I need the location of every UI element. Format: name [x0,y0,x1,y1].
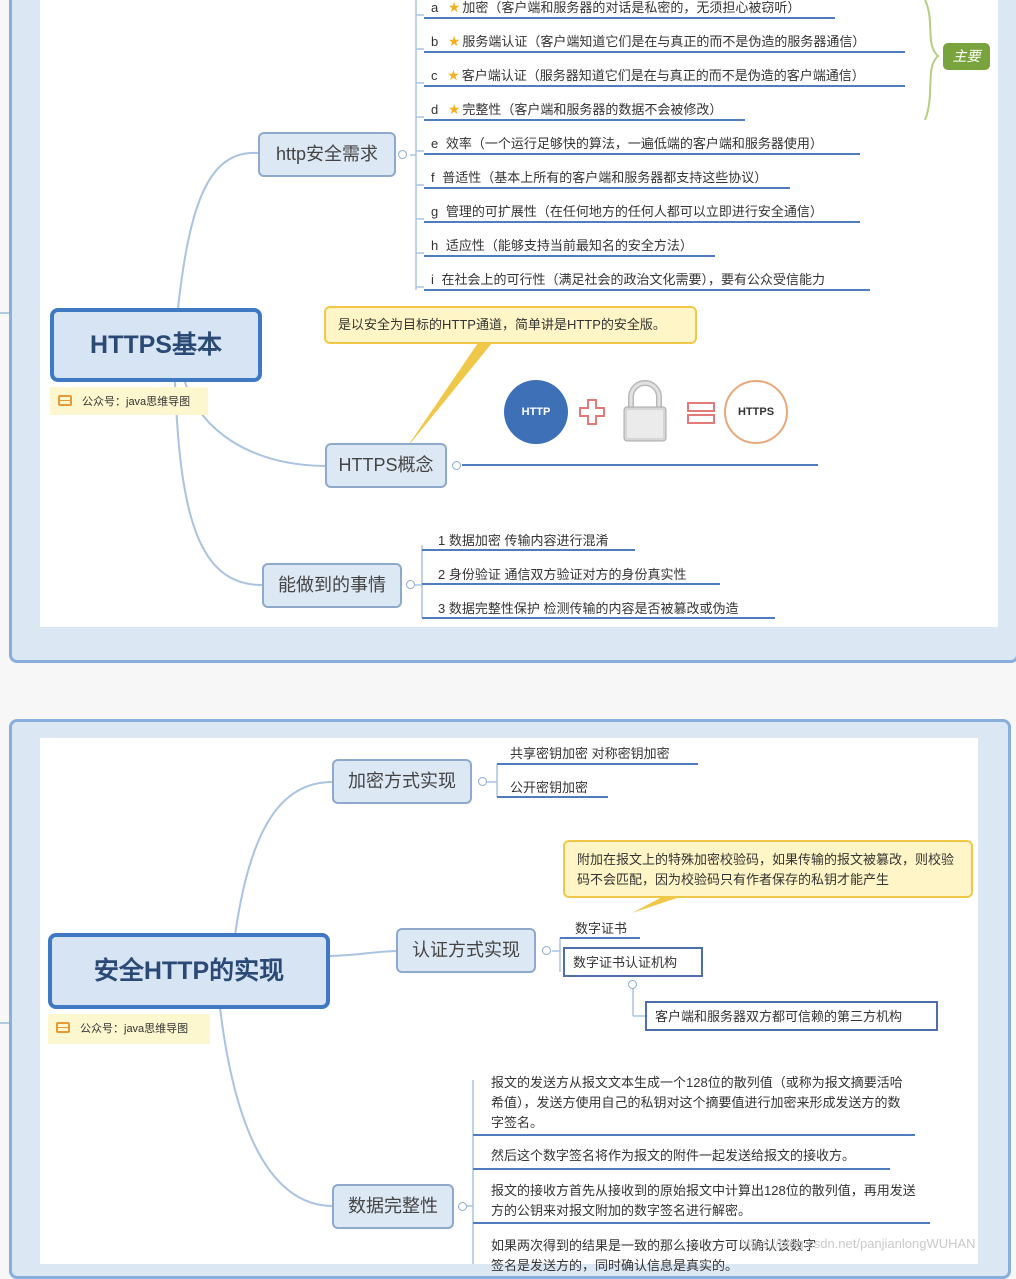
node-encryption-methods[interactable]: 加密方式实现 [332,759,472,804]
requirement-item: a ★加密（客户端和服务器的对话是私密的，无须担心被窃听） [431,0,800,16]
requirement-item: i 在社会上的可行性（满足社会的政治文化需要），要有公众受信能力 [431,269,825,288]
requirement-letter: b [431,34,442,49]
requirement-text: 效率（一个运行足够快的算法，一遍低端的客户端和服务器使用） [445,136,823,151]
requirement-item: f 普适性（基本上所有的客户端和服务器都支持这些协议） [431,167,767,186]
integrity-item: 报文的发送方从报文文本生成一个128位的散列值（或称为报文摘要活哈希值），发送方… [491,1075,903,1130]
requirement-text: 加密（客户端和服务器的对话是私密的，无须担心被窃听） [462,0,801,15]
collapse-toggle[interactable] [452,461,461,470]
auth-item-cert-authority[interactable]: 数字证书认证机构 [563,947,703,977]
wechat-tag-label: 公众号：java思维导图 [80,1023,189,1035]
star-icon: ★ [447,33,461,49]
integrity-item: 然后这个数字签名将作为报文的附件一起发送给报文的接收方。 [491,1148,856,1163]
requirement-text: 客户端认证（服务器知道它们是在与真正的而不是伪造的客户端通信） [461,68,865,83]
requirement-item: g 管理的可扩展性（在任何地方的任何人都可以立即进行安全通信） [431,201,823,220]
star-icon: ★ [447,0,461,15]
collapse-toggle[interactable] [542,946,551,955]
requirement-letter: f [431,170,439,185]
padlock-icon [622,380,668,442]
requirement-letter: e [431,136,442,151]
root-https-basics[interactable]: HTTPS基本 [50,308,262,382]
requirement-letter: c [431,68,442,83]
requirement-letter: h [431,238,442,253]
https-circle: HTTPS [724,380,788,444]
enc-item: 公开密钥加密 [510,780,589,795]
wechat-tag: 公众号：java思维导图 [48,1014,210,1044]
plus-icon [578,398,606,426]
node-can-do[interactable]: 能做到的事情 [262,563,402,608]
can-do-item: 1 数据加密 传输内容进行混淆 [438,533,609,548]
equals-icon [686,400,716,426]
can-do-item: 3 数据完整性保护 检测传输的内容是否被篡改或伪造 [438,601,739,616]
requirement-item: h 适应性（能够支持当前最知名的安全方法） [431,235,693,254]
watermark: https://blog.csdn.net/panjianlongWUHAN [740,1236,976,1251]
node-data-integrity[interactable]: 数据完整性 [332,1184,454,1229]
requirement-letter: d [431,102,442,117]
integrity-item: 报文的接收方首先从接收到的原始报文中计算出128位的散列值，再用发送方的公钥来对… [491,1183,916,1218]
requirement-letter: i [431,272,438,287]
collapse-toggle[interactable] [478,777,487,786]
wechat-tag: 公众号：java思维导图 [50,387,208,415]
star-icon: ★ [447,101,461,117]
collapse-toggle[interactable] [398,150,407,159]
mindmap-tag-icon [58,395,72,406]
requirement-text: 适应性（能够支持当前最知名的安全方法） [445,238,693,253]
requirement-text: 服务端认证（客户端知道它们是在与真正的而不是伪造的服务器通信） [462,34,866,49]
requirement-text: 管理的可扩展性（在任何地方的任何人都可以立即进行安全通信） [445,204,823,219]
http-circle: HTTP [504,380,568,444]
https-concept-note: 是以安全为目标的HTTP通道，简单讲是HTTP的安全版。 [324,306,697,344]
collapse-toggle[interactable] [458,1202,467,1211]
requirement-item: d ★完整性（客户端和服务器的数据不会被修改） [431,99,722,118]
collapse-toggle[interactable] [406,580,415,589]
main-tag: 主要 [943,43,990,70]
requirement-item: c ★客户端认证（服务器知道它们是在与真正的而不是伪造的客户端通信） [431,65,865,84]
auth-note: 附加在报文上的特殊加密校验码，如果传输的报文被篡改，则校验码不会匹配，因为校验码… [563,840,973,898]
requirement-item: e 效率（一个运行足够快的算法，一遍低端的客户端和服务器使用） [431,133,823,152]
node-http-security-requirements[interactable]: http安全需求 [258,132,396,177]
node-auth-methods[interactable]: 认证方式实现 [396,928,536,973]
root-secure-http[interactable]: 安全HTTP的实现 [48,933,330,1009]
auth-sub-third-party[interactable]: 客户端和服务器双方都可信赖的第三方机构 [645,1001,938,1031]
requirement-item: b ★服务端认证（客户端知道它们是在与真正的而不是伪造的服务器通信） [431,31,865,50]
requirement-letter: a [431,0,442,15]
mindmap-tag-icon [56,1022,70,1033]
requirement-letter: g [431,204,442,219]
can-do-item: 2 身份验证 通信双方验证对方的身份真实性 [438,567,687,582]
requirement-text: 普适性（基本上所有的客户端和服务器都支持这些协议） [442,170,768,185]
wechat-tag-label: 公众号：java思维导图 [82,396,191,408]
requirement-text: 在社会上的可行性（满足社会的政治文化需要），要有公众受信能力 [441,272,826,287]
node-https-concept[interactable]: HTTPS概念 [325,443,447,488]
auth-item-digital-cert: 数字证书 [575,921,628,936]
collapse-toggle[interactable] [628,980,637,989]
star-icon: ★ [447,67,460,83]
enc-item: 共享密钥加密 对称密钥加密 [510,746,670,761]
requirement-text: 完整性（客户端和服务器的数据不会被修改） [462,102,723,117]
